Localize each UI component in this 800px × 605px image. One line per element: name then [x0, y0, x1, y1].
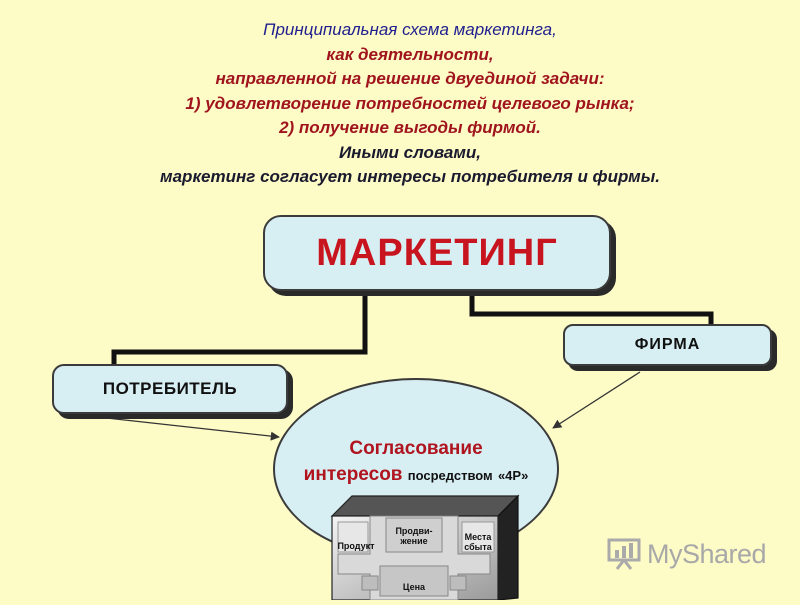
connector-marketing-firma — [469, 291, 714, 324]
agreement-interests: интересов — [303, 464, 403, 485]
cube-label-price: Цена — [402, 582, 426, 592]
title-line-3: направленной на решение двуединой задачи… — [215, 69, 605, 88]
title-line-7: маркетинг согласует интересы потребителя… — [160, 167, 660, 186]
consumer-label: ПОТРЕБИТЕЛЬ — [102, 379, 238, 398]
connector-marketing-consumer — [111, 291, 368, 364]
cube-label-promotion: Продви- жение — [395, 526, 433, 546]
agreement-label-line1: Согласование — [349, 438, 483, 459]
cube-graphic — [330, 494, 520, 601]
title-line-5: 2) получение выгоды фирмой. — [279, 118, 541, 137]
agreement-label-line2: интересов посредством «4P» — [273, 464, 559, 486]
arrow-consumer-agreement — [69, 413, 280, 441]
agreement-4p: «4P» — [497, 468, 529, 483]
cube-label-product: Продукт — [337, 541, 375, 551]
watermark-text: MyShared — [647, 538, 767, 569]
cube-label-place: Места сбыта — [464, 532, 492, 552]
marketing-label: МАРКЕТИНГ — [316, 231, 558, 274]
4p-cube: Продукт Продви- жение Места сбыта Цена — [330, 494, 520, 601]
title-line-4: 1) удовлетворение потребностей целевого … — [185, 93, 635, 113]
firma-node: ФИРМА — [563, 324, 772, 366]
title-line-6: Иными словами, — [338, 142, 482, 162]
header-title: Принципиальная схема маркетинга, как дея… — [40, 18, 780, 190]
myshared-logo-icon — [607, 538, 641, 570]
title-line-1: Принципиальная схема маркетинга, — [263, 20, 557, 39]
firma-label: ФИРМА — [634, 336, 701, 353]
title-line-2: как деятельности, — [326, 44, 494, 64]
agreement-via: посредством — [407, 468, 493, 483]
consumer-node: ПОТРЕБИТЕЛЬ — [52, 364, 288, 414]
arrow-firma-agreement — [552, 371, 641, 429]
myshared-watermark: MyShared — [607, 538, 767, 570]
marketing-node: МАРКЕТИНГ — [263, 215, 611, 291]
